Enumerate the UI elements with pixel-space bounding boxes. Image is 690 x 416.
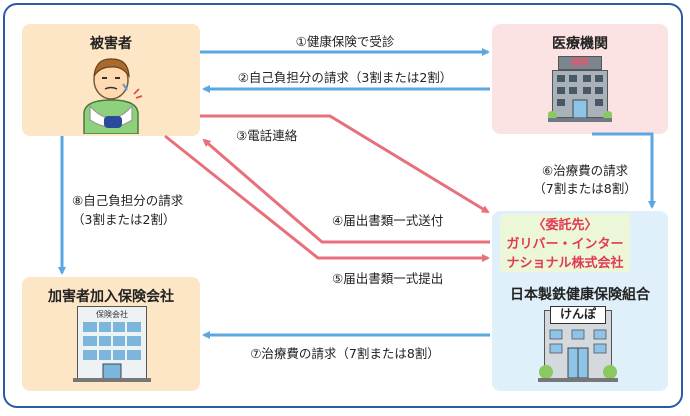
victim-title: 被害者 [90, 36, 132, 52]
hospital-building-icon: 病院 [548, 56, 612, 122]
flow-label-7: ⑦治療費の請求（7割または8割） [250, 346, 440, 361]
flow-label-5: ⑤届出書類一式提出 [332, 271, 444, 286]
outer-frame [3, 3, 683, 408]
arrow-6 [592, 132, 656, 209]
flow-label-6a: ⑥治療費の請求 [541, 163, 629, 178]
agent-heading: 〈委託先〉 [532, 218, 598, 233]
hospital-title: 医療機関 [552, 36, 608, 52]
arrow-3 [202, 138, 490, 244]
hospital-sign: 病院 [570, 58, 589, 68]
kenpo-title: 日本製鉄健康保険組合 [510, 287, 650, 303]
injured-person-icon [83, 58, 143, 134]
flow-label-2: ②自己負担分の請求（3割または2割） [237, 70, 453, 85]
kenpo-building-icon: けんぽ [538, 306, 618, 382]
flow-label-6b: （7割または8割） [533, 181, 637, 196]
arrow-4 [200, 114, 490, 214]
insurer-sign: 保険会社 [96, 310, 128, 319]
insurance-company-building-icon: 保険会社 [73, 306, 151, 382]
flow-label-4: ④届出書類一式送付 [332, 213, 444, 228]
flow-label-1: ①健康保険で受診 [295, 34, 395, 49]
insurer-title: 加害者加入保険会社 [48, 289, 174, 305]
arrow-5 [164, 134, 490, 262]
agent-name-line2: ナショナル株式会社 [506, 256, 624, 271]
flow-label-8a: ⑧自己負担分の請求 [72, 193, 184, 208]
agent-box: 〈委託先〉 ガリバー・インター ナショナル株式会社 [500, 214, 630, 272]
flow-label-8b: （3割または2割） [72, 212, 176, 227]
agent-name-line1: ガリバー・インター [506, 237, 624, 252]
flow-label-3: ③電話連絡 [236, 128, 298, 143]
kenpo-sign: けんぽ [550, 306, 606, 324]
